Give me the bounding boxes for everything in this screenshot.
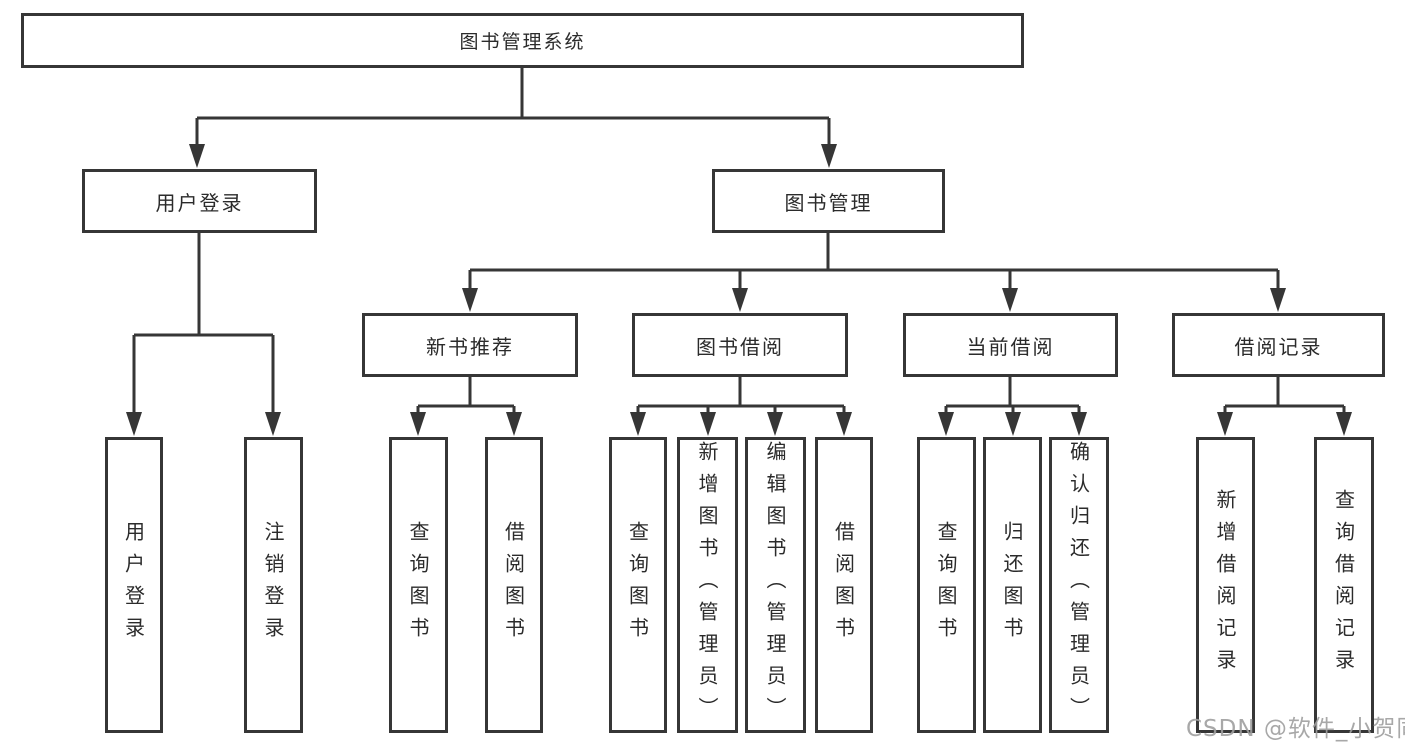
node-label: 图书借阅	[696, 334, 784, 359]
leaf-confirm-return-admin: 确认归还（管理员）	[1049, 437, 1109, 733]
leaf-borrow-books-recommend: 借阅图书	[485, 437, 543, 733]
leaf-logout: 注销登录	[244, 437, 303, 733]
node-label: 图书管理	[784, 190, 873, 215]
node-label: 查询图书	[625, 521, 650, 649]
watermark: CSDN @软件_小贺同学	[1186, 716, 1405, 742]
node-label: 借阅图书	[501, 521, 526, 649]
node-label: 编辑图书（管理员）	[763, 441, 787, 729]
node-label: 查询借阅记录	[1331, 489, 1356, 681]
node-borrowing-records: 借阅记录	[1172, 313, 1385, 377]
node-label: 新增借阅记录	[1213, 489, 1237, 681]
leaf-query-books-recommend: 查询图书	[389, 437, 448, 733]
node-label: 借阅记录	[1234, 334, 1323, 359]
leaf-query-books-current: 查询图书	[917, 437, 976, 733]
node-current-borrowing: 当前借阅	[903, 313, 1118, 377]
node-label: 确认归还（管理员）	[1066, 441, 1091, 729]
leaf-user-login: 用户登录	[105, 437, 163, 733]
node-label: 查询图书	[406, 521, 430, 649]
leaf-edit-books-admin: 编辑图书（管理员）	[745, 437, 806, 733]
node-user-login: 用户登录	[82, 169, 317, 233]
leaf-add-books-admin: 新增图书（管理员）	[677, 437, 738, 733]
leaf-borrow-books-borrowing: 借阅图书	[815, 437, 873, 733]
node-label: 用户登录	[155, 190, 244, 215]
node-label: 借阅图书	[831, 521, 856, 649]
node-label: 图书管理系统	[459, 31, 586, 53]
node-label: 用户登录	[121, 521, 146, 649]
leaf-query-borrow-record: 查询借阅记录	[1314, 437, 1374, 733]
leaf-return-books: 归还图书	[983, 437, 1042, 733]
leaf-add-borrow-record: 新增借阅记录	[1196, 437, 1255, 733]
node-label: 归还图书	[1000, 521, 1024, 649]
node-label: 新书推荐	[426, 334, 514, 359]
leaf-query-books-borrowing: 查询图书	[609, 437, 667, 733]
node-label: 新增图书（管理员）	[695, 441, 719, 729]
node-new-book-recommend: 新书推荐	[362, 313, 578, 377]
node-book-management: 图书管理	[712, 169, 945, 233]
node-label: 查询图书	[934, 521, 958, 649]
node-label: 注销登录	[261, 521, 285, 649]
node-book-borrowing: 图书借阅	[632, 313, 848, 377]
node-label: 当前借阅	[966, 334, 1055, 359]
node-library-system: 图书管理系统	[21, 13, 1024, 68]
